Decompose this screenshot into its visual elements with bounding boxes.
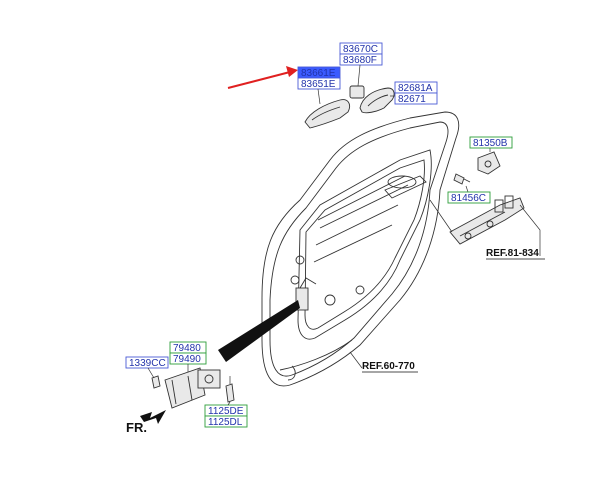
front-direction-arrow [140, 410, 166, 424]
red-pointer-arrow [227, 66, 298, 89]
label-79490[interactable]: 79490 [169, 352, 207, 365]
label-82671[interactable]: 82671 [394, 92, 438, 105]
svg-text:83651E: 83651E [301, 79, 336, 90]
door-checker-assembly [151, 367, 235, 409]
rear-door-panel [261, 111, 460, 387]
label-83670C[interactable]: 83670C [339, 42, 383, 55]
inside-handle-bezel [359, 87, 395, 114]
svg-text:REF.81-834: REF.81-834 [486, 248, 539, 259]
svg-text:82671: 82671 [398, 94, 426, 105]
label-82681A[interactable]: 82681A [394, 81, 438, 94]
svg-text:81350B: 81350B [473, 138, 508, 149]
svg-text:1125DL: 1125DL [208, 417, 243, 428]
screw-81456C [453, 173, 471, 193]
ref-60-770[interactable]: REF.60-770 [349, 351, 418, 373]
svg-text:81456C: 81456C [451, 193, 486, 204]
outside-handle [304, 85, 365, 129]
label-83661E-highlighted[interactable]: 83661E [297, 66, 341, 79]
door-latch-assembly [429, 195, 541, 256]
ref-81-834[interactable]: REF.81-834 [486, 248, 545, 260]
svg-text:1125DE: 1125DE [208, 406, 244, 417]
label-1125DL[interactable]: 1125DL [204, 415, 248, 428]
svg-text:1339CC: 1339CC [129, 358, 166, 369]
label-83651E[interactable]: 83651E [297, 77, 341, 90]
svg-text:83680F: 83680F [343, 55, 377, 66]
label-79480[interactable]: 79480 [169, 341, 207, 354]
front-direction-label: FR. [126, 420, 147, 435]
label-81456C[interactable]: 81456C [447, 191, 491, 204]
latch-part-81350B [477, 148, 501, 175]
label-1125DE[interactable]: 1125DE [204, 404, 248, 417]
hinge-leader-wedge [218, 300, 300, 362]
label-81350B[interactable]: 81350B [469, 136, 513, 149]
svg-text:83661E: 83661E [301, 68, 336, 79]
label-83680F[interactable]: 83680F [339, 53, 383, 66]
label-1339CC[interactable]: 1339CC [125, 356, 169, 369]
svg-text:REF.60-770: REF.60-770 [362, 361, 415, 372]
svg-text:83670C: 83670C [343, 44, 378, 55]
svg-text:79480: 79480 [173, 343, 201, 354]
svg-text:82681A: 82681A [398, 83, 433, 94]
svg-text:79490: 79490 [173, 354, 201, 365]
